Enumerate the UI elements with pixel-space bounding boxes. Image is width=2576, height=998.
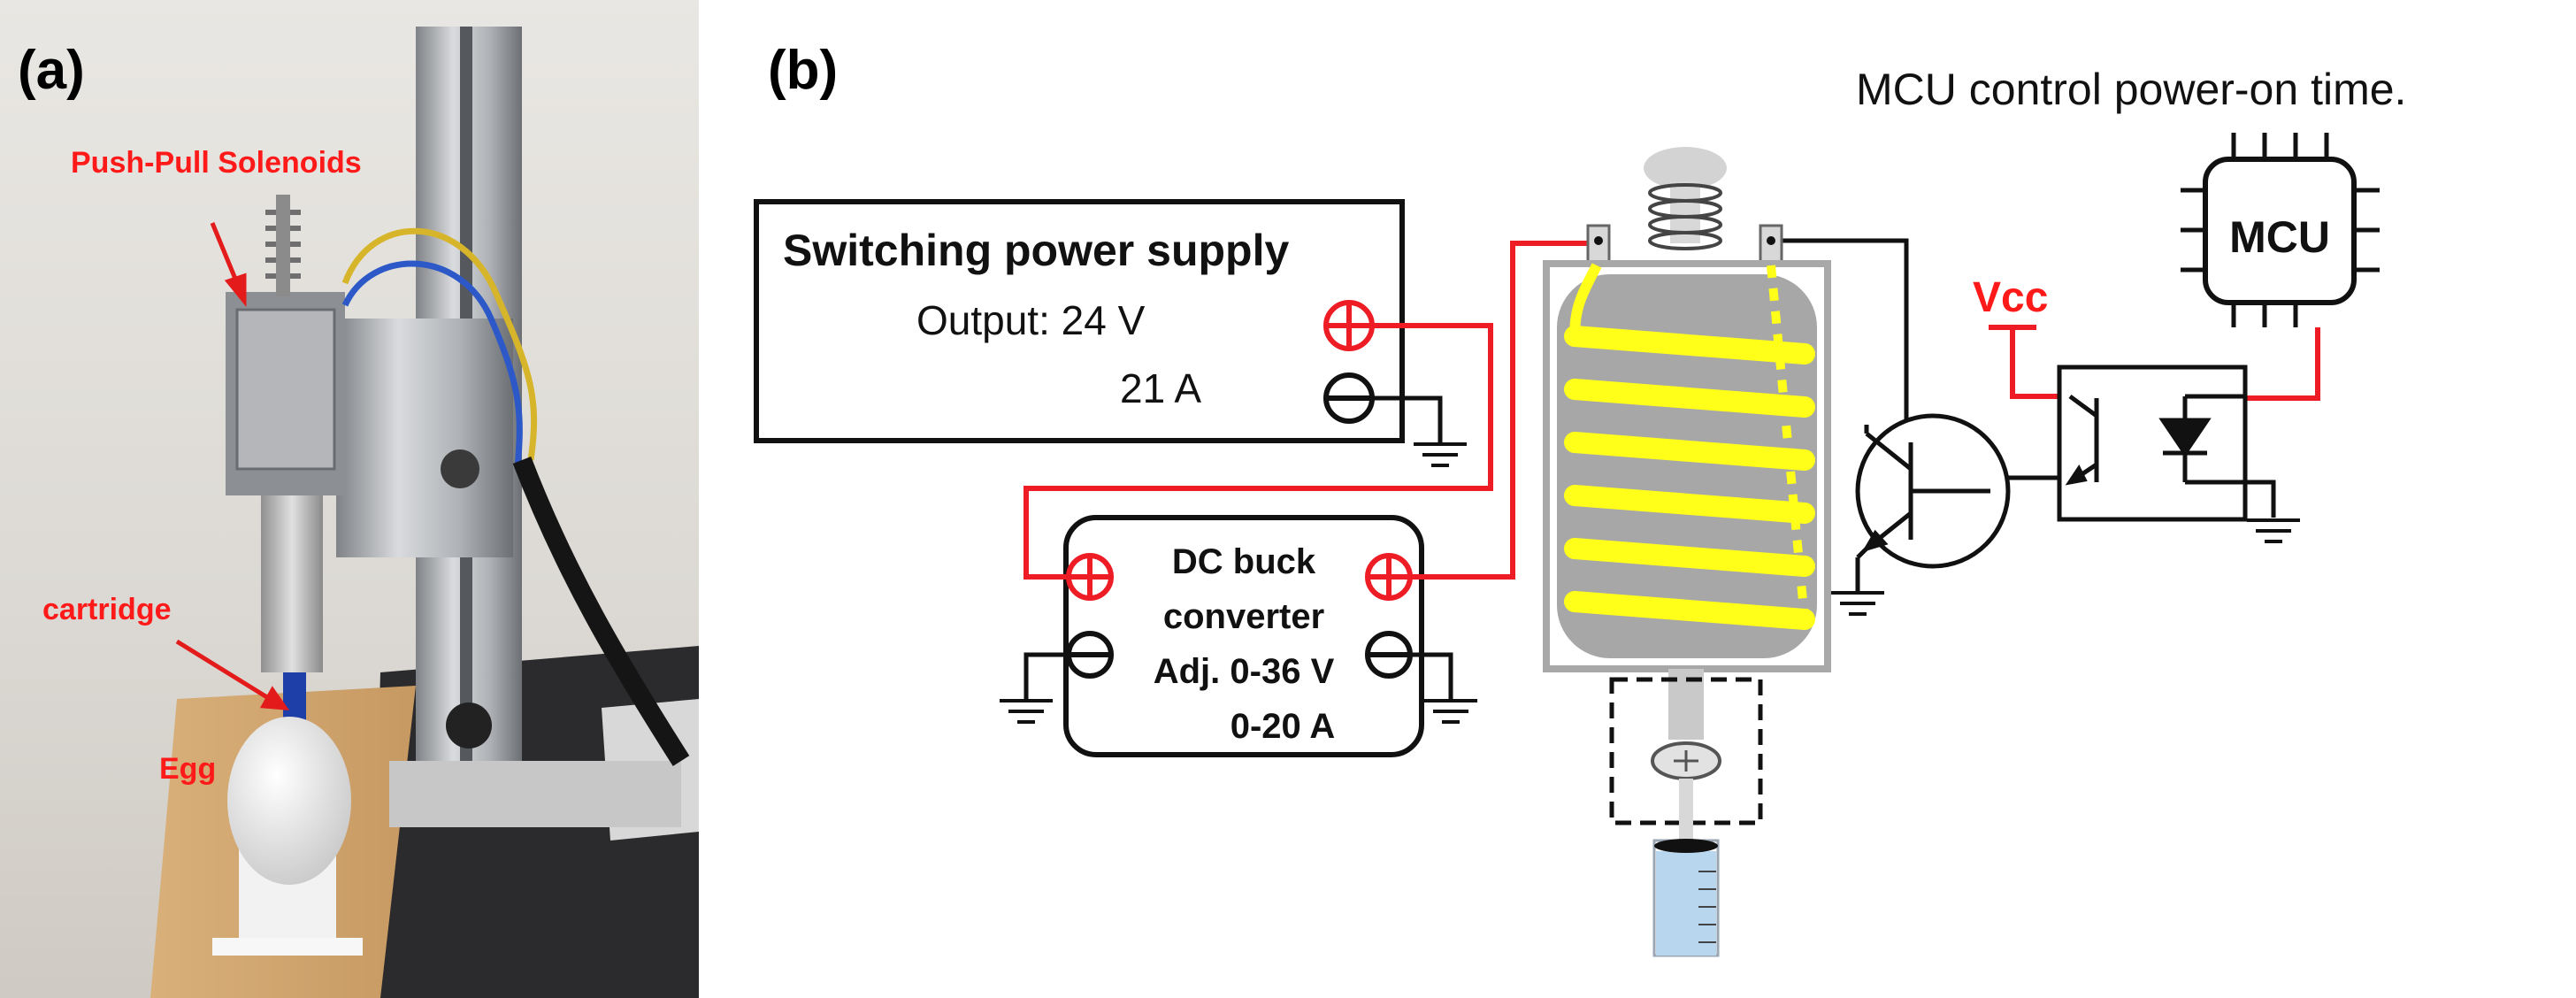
photo-egg-stand-base bbox=[212, 938, 363, 956]
wire-buck-out-minus-ground bbox=[1410, 652, 1453, 699]
wire-mcu-to-led bbox=[2245, 327, 2320, 401]
solenoid-coil-lead-left bbox=[1569, 263, 1602, 337]
solenoid-coil bbox=[1564, 326, 1815, 630]
mcu-label: MCU bbox=[2229, 212, 2330, 262]
buck-line-3: Adj. 0-36 V bbox=[1154, 652, 1335, 691]
wire-supply-minus-ground bbox=[1372, 395, 1443, 442]
photo-callout-arrows bbox=[175, 222, 290, 710]
panel-a: (a) Push-Pull Solenoids cartridge Egg bbox=[0, 0, 699, 998]
photo-cable-yellow bbox=[341, 227, 538, 461]
panel-b-label: (b) bbox=[768, 40, 838, 101]
npn-transistor bbox=[1855, 413, 2011, 569]
cartridge-liquid bbox=[1656, 851, 1716, 956]
solenoid-terminal-left bbox=[1586, 224, 1611, 267]
solenoid-terminal-right bbox=[1759, 224, 1783, 267]
power-supply-title: Switching power supply bbox=[783, 226, 1289, 275]
switching-power-supply: Switching power supply Output: 24 V 21 A bbox=[754, 199, 1405, 443]
power-supply-current: 21 A bbox=[1120, 365, 1201, 411]
ground-icon bbox=[1424, 699, 1477, 724]
photo-column-foot bbox=[389, 761, 681, 827]
callout-solenoids: Push-Pull Solenoids bbox=[71, 146, 362, 180]
photo-knob bbox=[441, 449, 479, 488]
supply-minus-terminal bbox=[1323, 372, 1375, 424]
mcu-chip-body bbox=[2203, 157, 2357, 305]
dc-buck-converter: DC buck converter Adj. 0-36 V 0-20 A bbox=[1063, 515, 1424, 757]
callout-egg: Egg bbox=[159, 752, 216, 786]
wire-buck-in-minus-ground bbox=[1024, 652, 1069, 699]
photo-cartridge-holder bbox=[261, 495, 323, 672]
ground-symbols bbox=[1000, 442, 2300, 724]
photo-cable-black bbox=[512, 457, 690, 766]
caption-mcu-control: MCU control power-on time. bbox=[1856, 65, 2406, 114]
mcu-chip: MCU bbox=[2181, 133, 2380, 327]
buck-converter-box bbox=[1063, 515, 1424, 757]
ground-icon bbox=[1831, 591, 1884, 616]
optocoupler bbox=[2057, 365, 2248, 522]
buck-line-4: 0-20 A bbox=[1230, 707, 1336, 746]
solenoid-plunger-guard bbox=[1609, 677, 1763, 825]
cartridge-scale bbox=[1698, 871, 1716, 943]
buck-line-2: converter bbox=[1163, 597, 1324, 636]
power-supply-box bbox=[754, 199, 1405, 443]
callout-cartridge: cartridge bbox=[42, 593, 172, 626]
photo-solenoid-plunger bbox=[276, 195, 290, 296]
supply-plus-terminal bbox=[1323, 300, 1375, 351]
photo-carriage-plate bbox=[336, 319, 513, 557]
panel-a-label: (a) bbox=[18, 40, 85, 101]
photo-cable-blue bbox=[341, 260, 523, 470]
buck-out-plus-terminal bbox=[1365, 553, 1413, 601]
syringe-rod bbox=[1679, 779, 1693, 841]
photo-solenoid-face bbox=[235, 308, 336, 471]
ground-icon bbox=[2247, 518, 2300, 543]
power-supply-output: Output: 24 V bbox=[916, 297, 1146, 343]
photo-egg bbox=[227, 717, 351, 885]
vcc-label: Vcc bbox=[1973, 274, 2048, 321]
buck-in-plus-terminal bbox=[1066, 553, 1114, 601]
wire-led-cathode-ground bbox=[2245, 480, 2276, 518]
buck-line-1: DC buck bbox=[1172, 542, 1316, 581]
ground-icon bbox=[1000, 699, 1053, 724]
solenoid bbox=[1543, 147, 1831, 957]
buck-out-minus-terminal bbox=[1365, 631, 1413, 679]
ground-icon bbox=[1414, 442, 1467, 467]
solenoid-top-knob bbox=[1644, 147, 1727, 189]
solenoid-top-spring bbox=[1648, 183, 1722, 250]
panel-b: (b) MCU control power-on time. Switching… bbox=[754, 40, 2406, 957]
photo-knob-lower bbox=[446, 702, 492, 748]
wire-supply-plus-to-buck-in bbox=[1024, 323, 1493, 580]
wire-vcc-to-optocoupler bbox=[2010, 327, 2059, 399]
buck-in-minus-terminal bbox=[1066, 631, 1114, 679]
